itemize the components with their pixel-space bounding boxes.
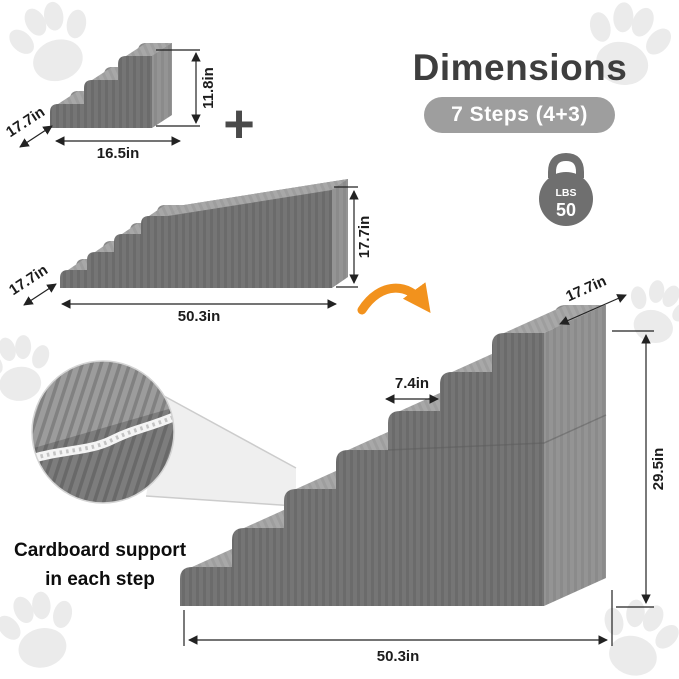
step-count-badge: 7 Steps (4+3) <box>424 97 615 133</box>
weight-unit-label: LBS <box>556 187 577 199</box>
small-stair-depth-label: 17.7in <box>3 104 48 141</box>
small-stair-treads <box>58 43 172 104</box>
assembled-stair-dimensions <box>183 294 654 646</box>
paw-icon <box>0 0 107 94</box>
weight-value-label: 50 <box>556 200 576 220</box>
cardboard-callout-line2: in each step <box>45 568 155 590</box>
ramp-height-label: 17.7in <box>356 216 373 259</box>
page-title: Dimensions <box>412 47 628 88</box>
ramp-depth-label: 17.7in <box>6 262 51 299</box>
small-stair-height-label: 11.8in <box>200 67 217 109</box>
small-stair-illustration <box>50 43 172 128</box>
ramp-dimensions <box>23 186 359 309</box>
small-stair-length-label: 16.5in <box>97 145 140 162</box>
cardboard-callout: Cardboard support in each step <box>10 537 190 594</box>
zoom-cone-edge <box>145 495 297 507</box>
cardboard-callout-line1: Cardboard support <box>13 540 187 561</box>
assembled-height-label: 29.5in <box>650 448 667 491</box>
weight-capacity-icon: LBS 50 <box>539 152 593 226</box>
zoom-cone-edge <box>163 395 297 469</box>
assembled-length-label: 50.3in <box>377 648 420 665</box>
ramp-side <box>332 179 348 288</box>
ramp-incline-top <box>168 179 348 216</box>
small-stair-dimensions <box>19 49 201 148</box>
cardboard-corrugation <box>32 413 174 462</box>
ramp-length-label: 50.3in <box>178 308 221 325</box>
weight-handle <box>548 152 584 178</box>
paw-icon <box>615 271 679 353</box>
assembled-stair-illustration <box>180 305 607 606</box>
transform-arrow-icon <box>357 282 431 315</box>
step-depth-label: 7.4in <box>395 375 429 392</box>
plus-sign: + <box>223 94 255 154</box>
two-piece-seam <box>387 414 607 451</box>
zoom-cone <box>146 396 296 506</box>
fabric-detail-zoom <box>31 360 175 504</box>
paw-icon <box>0 582 89 678</box>
weight-body <box>539 172 593 226</box>
ramp-treads <box>68 205 184 270</box>
small-stair-side <box>152 43 172 128</box>
ramp-stair-illustration <box>60 179 348 288</box>
zoom-corduroy-texture <box>32 361 174 503</box>
assembled-stair-side <box>544 305 606 606</box>
paw-icon <box>586 589 679 679</box>
zoom-connector <box>145 395 297 507</box>
zoom-circle-border <box>31 360 175 504</box>
assembled-depth-label: 17.7in <box>563 272 609 305</box>
